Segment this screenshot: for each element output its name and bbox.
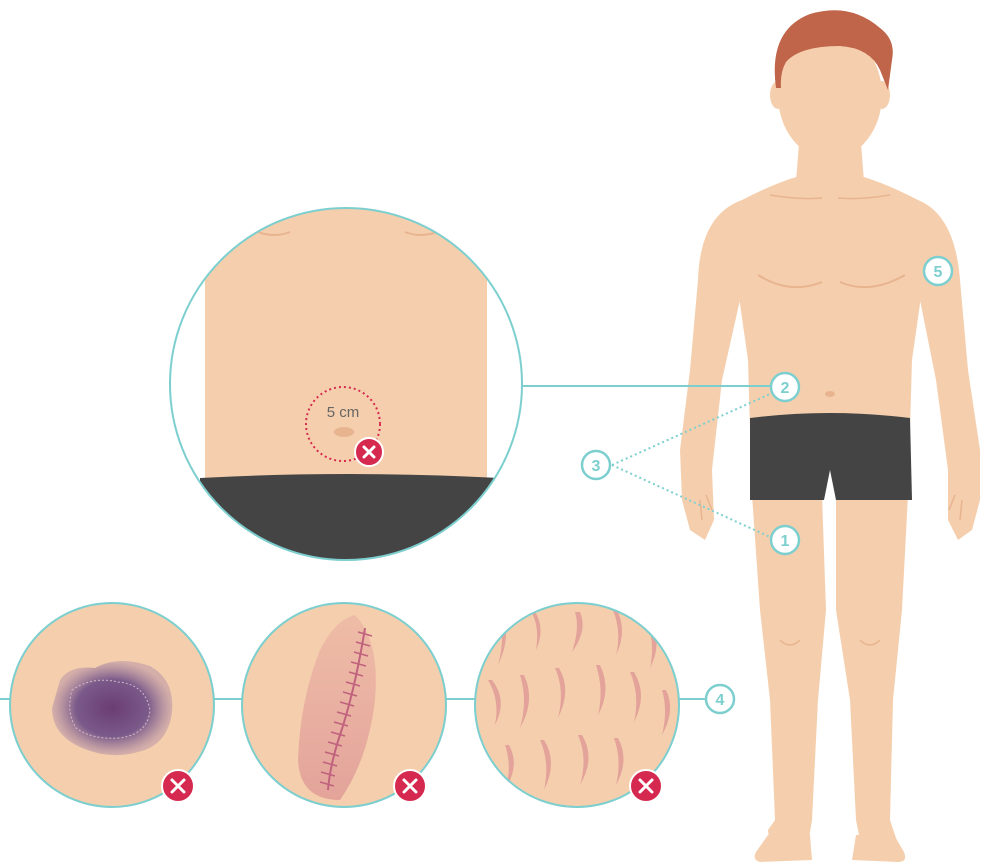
marker-4-label: 4 [716, 692, 725, 709]
marker-3-label: 3 [592, 458, 601, 475]
marker-4: 4 [706, 685, 734, 713]
avoid-bruise-icon [162, 770, 194, 802]
navel-distance-label: 5 cm [327, 404, 360, 421]
marker-1-label: 1 [781, 533, 790, 550]
avoid-stretch-marks-icon [630, 770, 662, 802]
bruise [52, 661, 172, 755]
bruise-circle [10, 603, 214, 807]
marker-3: 3 [582, 451, 610, 479]
right-leg [836, 495, 908, 850]
marker-5-label: 5 [934, 264, 943, 281]
marker-5: 5 [924, 257, 952, 285]
body-figure [680, 10, 980, 862]
avoid-navel-icon [355, 438, 383, 466]
marker-2: 2 [771, 373, 799, 401]
scar-circle [242, 603, 446, 807]
marker-2-label: 2 [781, 380, 790, 397]
underwear [750, 413, 912, 500]
belly-zoom-circle: 5 cm [170, 200, 522, 600]
navel [825, 391, 835, 397]
marker-1: 1 [771, 526, 799, 554]
stretch-marks-circle [475, 603, 679, 807]
avoid-scar-icon [394, 770, 426, 802]
belly-underwear [200, 474, 500, 600]
belly-navel [334, 427, 354, 437]
left-foot [755, 835, 812, 862]
right-arm [918, 200, 980, 540]
left-arm [680, 200, 742, 540]
right-foot [852, 835, 905, 862]
